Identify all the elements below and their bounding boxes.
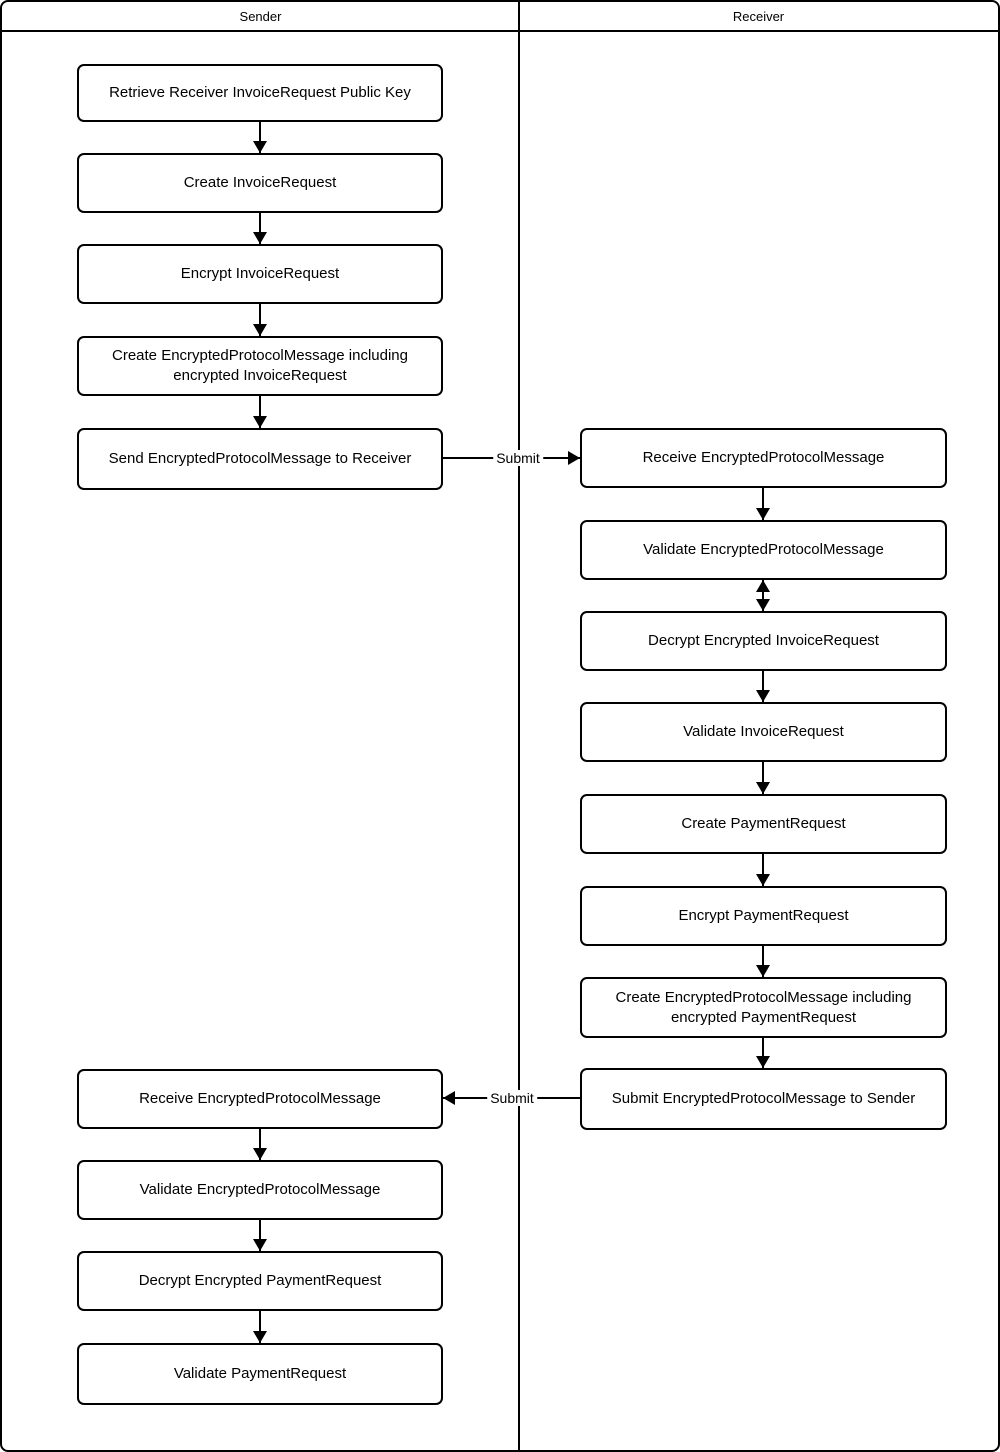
step-encrypt-paymentrequest: Encrypt PaymentRequest — [580, 886, 947, 946]
step-create-invoicerequest: Create InvoiceRequest — [77, 153, 443, 213]
submit-label-to-sender: Submit — [487, 1090, 537, 1106]
step-encrypt-invoicerequest: Encrypt InvoiceRequest — [77, 244, 443, 304]
step-create-encryptedprotocolmessage-invoicerequest: Create EncryptedProtocolMessage includin… — [77, 336, 443, 396]
step-receiver-validate-encryptedprotocolmessage: Validate EncryptedProtocolMessage — [580, 520, 947, 580]
lane-header-receiver: Receiver — [732, 8, 785, 24]
step-sender-validate-encryptedprotocolmessage: Validate EncryptedProtocolMessage — [77, 1160, 443, 1220]
step-decrypt-encrypted-invoicerequest: Decrypt Encrypted InvoiceRequest — [580, 611, 947, 671]
header-separator-line — [2, 30, 998, 32]
step-send-encryptedprotocolmessage-to-receiver: Send EncryptedProtocolMessage to Receive… — [77, 428, 443, 490]
step-retrieve-receiver-public-key: Retrieve Receiver InvoiceRequest Public … — [77, 64, 443, 122]
lane-header-sender: Sender — [239, 8, 282, 24]
step-create-encryptedprotocolmessage-paymentrequest: Create EncryptedProtocolMessage includin… — [580, 977, 947, 1038]
step-submit-encryptedprotocolmessage-to-sender: Submit EncryptedProtocolMessage to Sende… — [580, 1068, 947, 1130]
step-sender-receive-encryptedprotocolmessage: Receive EncryptedProtocolMessage — [77, 1069, 443, 1129]
lane-divider — [518, 2, 520, 1450]
step-validate-invoicerequest: Validate InvoiceRequest — [580, 702, 947, 762]
step-decrypt-encrypted-paymentrequest: Decrypt Encrypted PaymentRequest — [77, 1251, 443, 1311]
step-receiver-receive-encryptedprotocolmessage: Receive EncryptedProtocolMessage — [580, 428, 947, 488]
step-create-paymentrequest: Create PaymentRequest — [580, 794, 947, 854]
submit-label-to-receiver: Submit — [493, 450, 543, 466]
step-validate-paymentrequest: Validate PaymentRequest — [77, 1343, 443, 1405]
